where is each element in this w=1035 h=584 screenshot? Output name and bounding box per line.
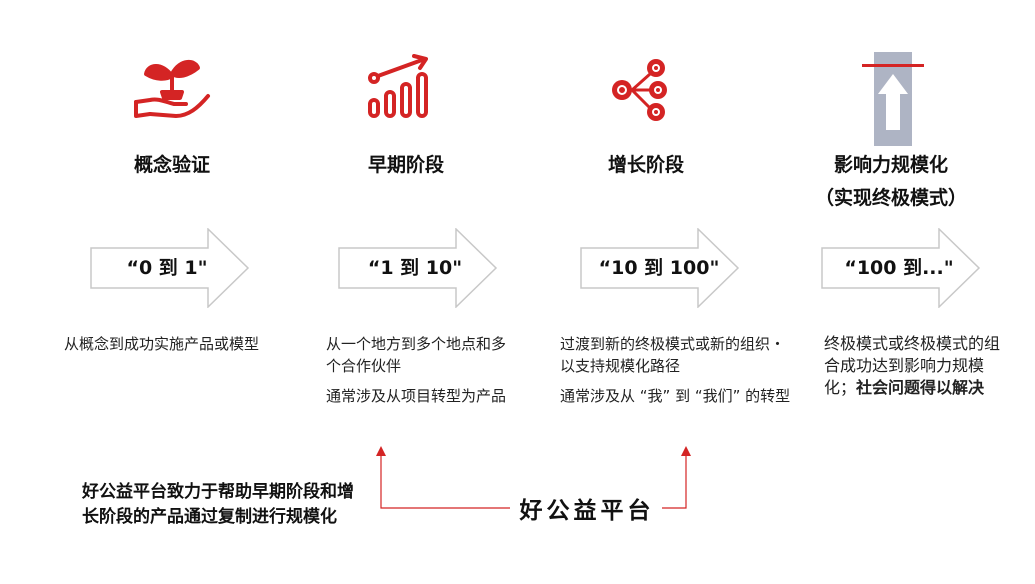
stage-arrow-1 [90, 228, 250, 308]
bottom-note: 好公益平台致力于帮助早期阶段和增长阶段的产品通过复制进行规模化 [82, 482, 354, 527]
description-line: 从一个地方到多个地点和多个合作伙伴 [326, 335, 507, 375]
stage-description-impact-scaling: 终极模式或终极模式的组合成功达到影响力规模化；社会问题得以解决 [824, 333, 1014, 399]
description-line: 过渡到新的终极模式或新的组织・以支持规模化路径 [560, 335, 786, 375]
upward-arrow-limit-icon [862, 52, 924, 146]
description-line: 通常涉及从项目转型为产品 [326, 387, 507, 405]
arrow-label-1-to-10: “1 到 10" [367, 257, 463, 279]
platform-connector [376, 446, 691, 509]
description-text: 终极模式或终极模式的组合成功达到影响力规模化； [824, 334, 1001, 397]
branching-network-icon [612, 59, 667, 121]
description-emphasis: 社会问题得以解决 [856, 378, 985, 397]
stage-arrow-4 [821, 228, 981, 308]
stage-description-growth-stage: 过渡到新的终极模式或新的组织・以支持规模化路径 通常涉及从 “我” 到 “我们”… [560, 333, 792, 415]
stage-description-proof-of-concept: 从概念到成功实施产品或模型 [64, 333, 264, 363]
description-line: 从概念到成功实施产品或模型 [64, 335, 260, 353]
arrow-label-10-to-100: “10 到 100" [598, 257, 720, 279]
stage-arrow-3 [580, 228, 740, 308]
stage-title-impact-scaling: 影响力规模化 [833, 154, 948, 176]
arrow-label-0-to-1: “0 到 1" [126, 257, 208, 279]
stage-subtitle-impact-scaling: （实现终极模式） [814, 187, 967, 209]
description-line: 通常涉及从 “我” 到 “我们” 的转型 [560, 387, 791, 405]
stage-title-growth-stage: 增长阶段 [607, 154, 684, 176]
arrow-label-100-to-more: “100 到..." [844, 257, 954, 279]
growth-bar-chart-icon [368, 54, 428, 118]
stage-title-proof-of-concept: 概念验证 [133, 154, 210, 176]
stage-description-early-stage: 从一个地方到多个地点和多个合作伙伴 通常涉及从项目转型为产品 [326, 333, 516, 415]
platform-label: 好公益平台 [519, 497, 655, 524]
stage-title-early-stage: 早期阶段 [367, 154, 444, 176]
plant-in-hand-icon [134, 60, 210, 118]
stage-arrow-2 [338, 228, 498, 308]
